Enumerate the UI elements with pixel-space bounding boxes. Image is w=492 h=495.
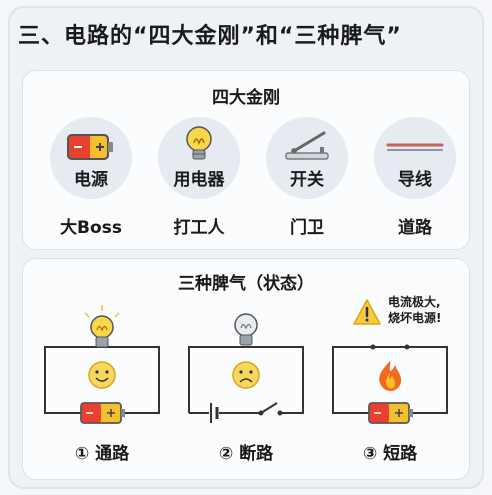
state-label-closed: ① 通路: [74, 444, 130, 464]
components-panel: 四大金刚 电源 大Boss: [22, 70, 470, 250]
short-circuit-diagram: [325, 303, 455, 433]
page-title: 三、电路的“四大金刚”和“三种脾气”: [18, 24, 402, 49]
component-circle: [50, 117, 132, 199]
switch-icon: [285, 131, 329, 160]
closed-circuit-svg: [44, 305, 160, 424]
states-panel: 三种脾气（状态）: [22, 258, 470, 480]
warning-text: 电流极大, 烧坏电源!: [388, 294, 468, 326]
component-switch: 开关 门卫: [257, 117, 357, 247]
component-role: 大Boss: [60, 218, 122, 238]
component-power: 电源 大Boss: [41, 117, 141, 247]
cell-symbol: [210, 403, 219, 423]
state-label-short: ③ 短路: [362, 444, 418, 464]
short-circuit-svg: [332, 344, 448, 424]
circuit-battery-icon: [80, 402, 125, 424]
fire-icon: [379, 361, 402, 391]
component-label: 电源: [74, 170, 108, 190]
wire-icon: [386, 143, 444, 151]
sad-face-icon: [232, 361, 260, 389]
component-label: 用电器: [173, 170, 225, 190]
circuit-battery-icon: [368, 402, 413, 424]
component-circle: [374, 117, 456, 199]
components-title: 四大金刚: [212, 88, 280, 108]
component-wire: 导线 道路: [365, 117, 465, 247]
component-circle: [266, 117, 348, 199]
light-bulb-icon: [186, 126, 212, 160]
states-title: 三种脾气（状态）: [178, 274, 314, 294]
warning-icon: [353, 299, 381, 325]
unlit-bulb-icon: [234, 313, 258, 346]
component-role: 道路: [398, 218, 432, 238]
component-role: 门卫: [290, 218, 324, 238]
glowing-bulb-icon: [84, 305, 120, 348]
closed-circuit-diagram: [37, 303, 167, 433]
battery-icon: [67, 134, 113, 160]
component-label: 导线: [398, 170, 432, 190]
open-switch-symbol: [258, 402, 283, 416]
open-circuit-svg: [188, 313, 304, 423]
warning-line-2: 烧坏电源!: [388, 311, 442, 325]
warning-line-1: 电流极大,: [388, 295, 441, 309]
component-label: 开关: [290, 170, 324, 190]
components-list: 电源 大Boss 用电器 打工人: [23, 117, 469, 247]
component-circle: [158, 117, 240, 199]
component-role: 打工人: [173, 218, 225, 238]
component-load: 用电器 打工人: [149, 117, 249, 247]
smiling-face-icon: [88, 361, 116, 389]
open-circuit-diagram: [181, 303, 311, 433]
state-label-open: ② 断路: [218, 444, 274, 464]
